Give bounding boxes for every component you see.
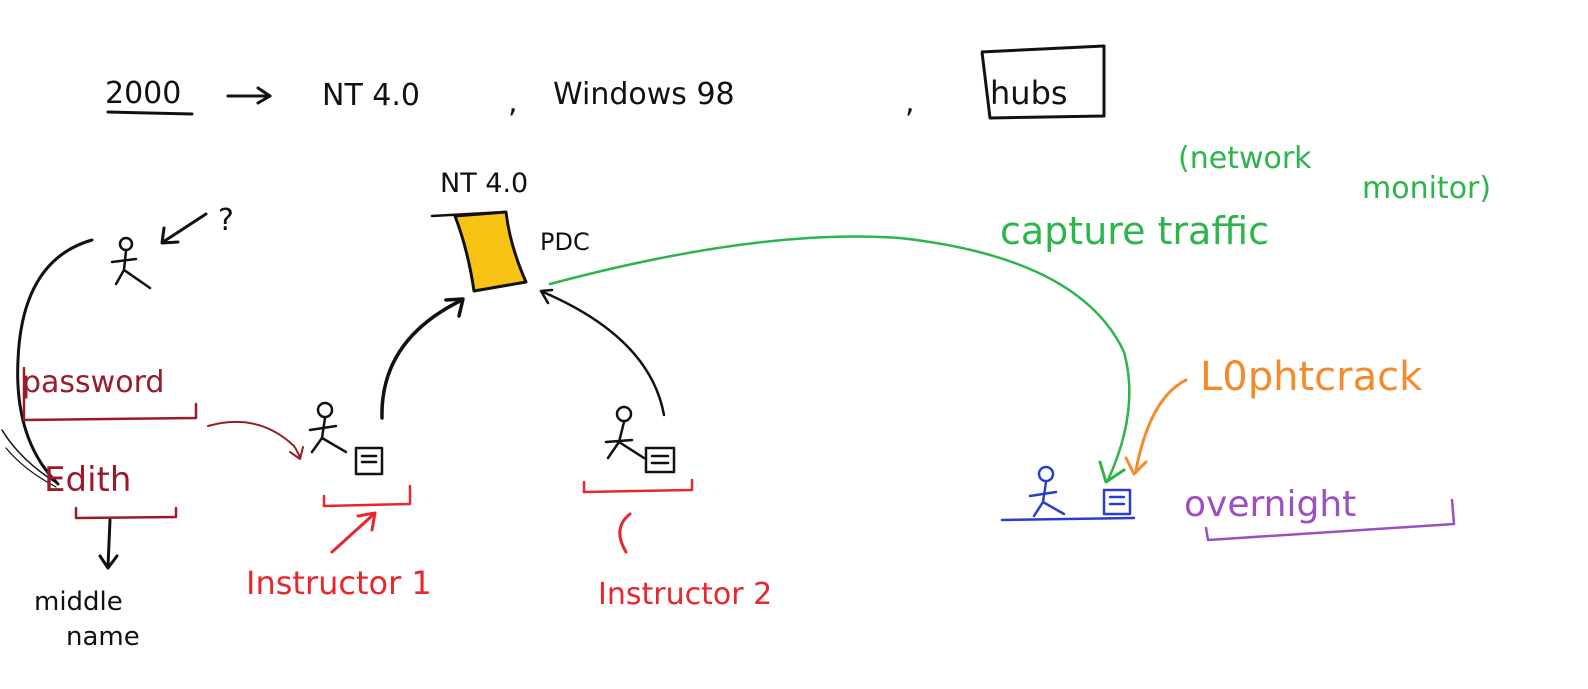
password-note: password Edith middle name	[22, 365, 304, 652]
capture-traffic-arrow	[548, 235, 1131, 482]
arrow-head-2-icon	[539, 288, 554, 305]
hint-middle: middle	[34, 587, 123, 617]
l0phtcrack-arrow	[1134, 378, 1188, 472]
header-row: 2000 NT 4.0 , Windows 98 , hubs	[105, 44, 1106, 120]
overnight-note: overnight	[1184, 484, 1456, 542]
overnight-bracket	[1204, 498, 1456, 542]
password-arrow-head-icon	[289, 446, 304, 460]
arrow-instructor1-to-pdc	[380, 298, 464, 420]
password-word: password	[22, 365, 164, 400]
attacker	[1000, 465, 1136, 522]
network-monitor-line2: monitor)	[1362, 171, 1491, 206]
instructor2-bracket	[582, 478, 694, 494]
capture-notes: capture traffic (network monitor)	[1000, 141, 1491, 253]
capture-traffic-label: capture traffic	[1000, 209, 1269, 253]
l0phtcrack-arrow-head-icon	[1124, 456, 1148, 476]
stick-figure-with-computer-icon	[604, 405, 676, 474]
hubs-box	[980, 44, 1106, 120]
password-bracket	[22, 366, 198, 422]
capture-arrow-head-icon	[1098, 460, 1126, 484]
question-arrow-head-icon	[160, 226, 180, 245]
attacker-with-computer-icon	[1000, 465, 1136, 522]
stick-figure-icon	[110, 236, 152, 290]
instructor2-label: Instructor 2	[598, 577, 772, 612]
instructor2-arrow	[618, 512, 632, 554]
l0phtcrack-label: L0phtcrack	[1200, 354, 1423, 400]
l0phtcrack-note: L0phtcrack	[1124, 354, 1423, 476]
server-role-label: PDC	[540, 228, 590, 256]
header-comma-2: ,	[905, 85, 915, 120]
instructor1-arrow	[330, 512, 376, 554]
instructor1-arrow-head-icon	[356, 511, 377, 532]
header-hubs: hubs	[990, 74, 1068, 112]
password-example: Edith	[44, 460, 131, 500]
instructor-2: Instructor 2	[582, 405, 772, 612]
year-2000: 2000	[105, 76, 181, 111]
instructor-1: Instructor 1	[246, 401, 432, 602]
network-monitor-line1: (network	[1178, 141, 1312, 176]
header-nt40: NT 4.0	[322, 78, 420, 113]
unknown-user: ?	[110, 203, 234, 290]
header-comma-1: ,	[508, 85, 518, 120]
instructor1-label: Instructor 1	[246, 564, 432, 602]
edith-bracket	[74, 506, 178, 520]
arrow-head-1-icon	[444, 297, 465, 318]
year-underline	[106, 110, 194, 116]
password-to-instructor-arrow	[207, 420, 301, 459]
pdc-server: NT 4.0 PDC	[430, 168, 590, 293]
question-arrow	[161, 212, 208, 244]
header-arrow-icon	[226, 86, 272, 105]
hint-name: name	[66, 622, 140, 652]
header-windows98: Windows 98	[553, 77, 735, 112]
server-os-label: NT 4.0	[440, 168, 528, 199]
user-to-edith-arrow	[16, 238, 94, 486]
instructor1-bracket	[322, 484, 412, 508]
server-box-icon	[453, 210, 528, 293]
arrow-instructor2-to-pdc	[541, 290, 666, 417]
edith-down-arrow-head-icon	[98, 554, 119, 570]
overnight-label: overnight	[1184, 484, 1356, 525]
stick-figure-with-computer-icon	[308, 401, 384, 476]
edith-down-arrow	[106, 518, 112, 568]
left-sketch-lines	[1, 429, 59, 485]
left-sketch-lines-2	[5, 447, 57, 488]
question-mark: ?	[218, 203, 234, 238]
